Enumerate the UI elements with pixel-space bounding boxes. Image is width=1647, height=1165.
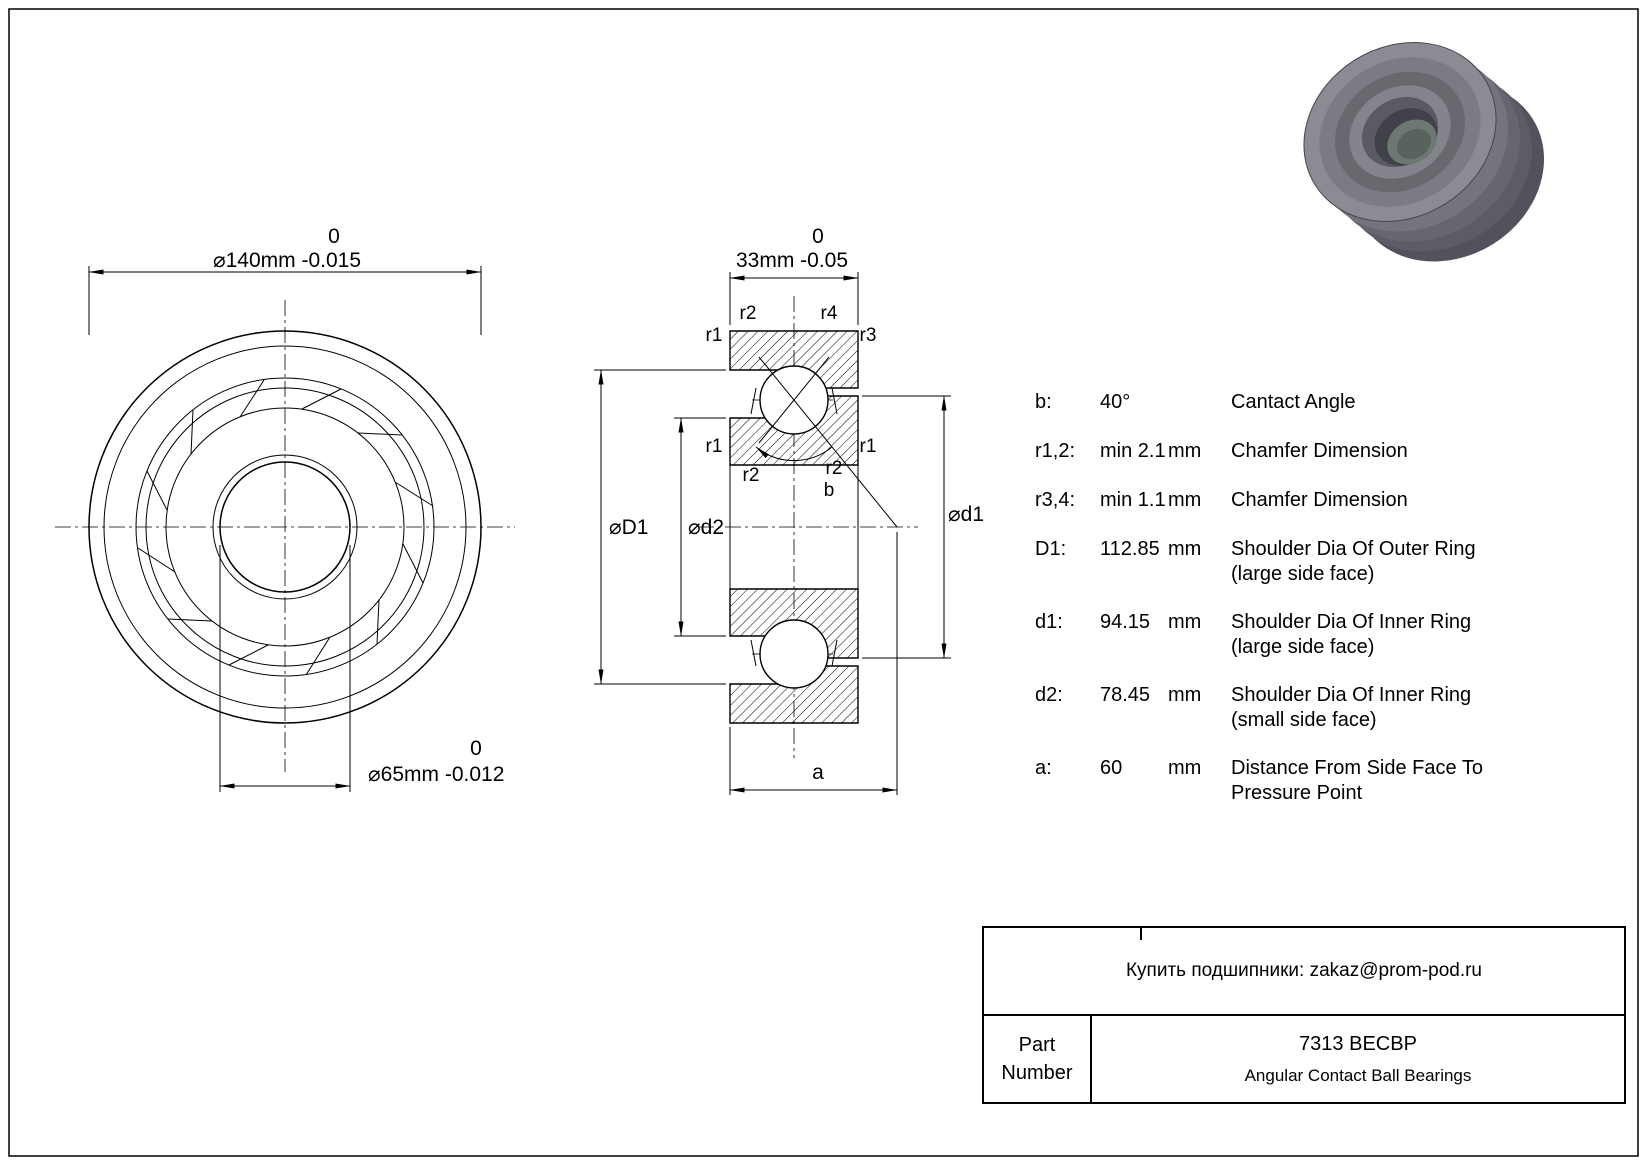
outer-diameter-dimension [88,266,482,335]
spec-symbol: b: [1035,391,1052,413]
spec-unit: mm [1168,489,1202,511]
spec-description: Shoulder Dia Of Outer Ring (large side f… [1231,538,1476,585]
spec-symbol: d1: [1035,611,1063,633]
front-view [55,266,515,792]
bottom-ball [759,619,829,689]
dimension-label-d1: ⌀d1 [948,503,984,526]
section-view [594,272,951,795]
title-block-tick [1140,928,1142,940]
spec-unit: mm [1168,440,1202,462]
chamfer-label-r1-top-left: r1 [706,325,723,346]
outer-dim-label: ⌀140mm -0.015 [213,249,361,272]
bore-dim-upper-tolerance: 0 [470,737,482,760]
spec-row-b: b: 40° Cantact Angle [1035,390,1583,415]
dimension-label-a: a [812,761,824,784]
spec-unit [1168,390,1231,415]
spec-symbol: D1: [1035,538,1067,560]
spec-row-d2: d2: 78.45 mm Shoulder Dia Of Inner Ring … [1035,683,1583,732]
d1-outer-shoulder-dimension [594,369,726,685]
title-block: Купить подшипники: zakaz@prom-pod.ru Par… [982,926,1626,1104]
bore-chamfer-circle [212,454,358,600]
part-label-line2: Number [1001,1062,1073,1084]
chamfer-label-r1-mid-left: r1 [706,436,723,457]
spec-unit: mm [1168,538,1202,560]
a-pressure-point-dimension [729,532,898,795]
chamfer-label-r3-top-right: r3 [860,325,877,346]
spec-symbol: r1,2: [1035,440,1076,462]
spec-value: 40° [1100,391,1131,413]
d1-inner-large-shoulder-dimension [862,395,951,659]
outer-ring-shoulder-circle [135,377,435,677]
spec-unit: mm [1168,757,1202,779]
spec-value: 60 [1100,757,1123,779]
chamfer-label-r1-mid-right: r1 [860,436,877,457]
spec-description: Cantact Angle [1231,391,1356,413]
spec-symbol: a: [1035,757,1052,779]
cage-circle [145,387,425,667]
spec-value: 112.85 [1100,538,1160,560]
part-number-cell: 7313 BECBP Angular Contact Ball Bearings [1092,1016,1624,1102]
part-number-value: 7313 BECBP [1299,1032,1417,1055]
spec-description: Shoulder Dia Of Inner Ring (small side f… [1231,684,1472,731]
cage-segments [750,387,838,667]
bore-circle [219,461,351,593]
spec-description: Shoulder Dia Of Inner Ring (large side f… [1231,611,1472,658]
bore-diameter-dimension [219,545,351,792]
spec-description: Distance From Side Face To Pressure Poin… [1231,757,1483,804]
width-dimension [729,272,859,325]
contact-angle-label-b: b [824,480,835,501]
width-dim-upper-tolerance: 0 [812,225,824,248]
spec-unit: mm [1168,611,1202,633]
outer-ring-chamfer-circle [103,345,467,709]
chamfer-label-r2-lower-left: r2 [743,465,760,486]
outer-diameter-circle [88,330,482,724]
dimension-label-D1: ⌀D1 [609,516,649,539]
chamfer-label-r2-lower-right: r2 [826,458,843,479]
bearing-3d-image [1303,42,1545,262]
chamfer-label-r2-top-left: r2 [740,303,757,324]
contact-email-text: Купить подшипники: zakaz@prom-pod.ru [1125,960,1483,981]
inner-ring-shoulder-circle [165,407,405,647]
spec-value: 78.45 [1100,684,1151,706]
title-block-contact-cell: Купить подшипники: zakaz@prom-pod.ru [984,928,1624,1016]
spec-unit: mm [1168,684,1202,706]
spec-description: Chamfer Dimension [1231,440,1408,462]
outer-dim-upper-tolerance: 0 [328,225,340,248]
dimension-label-d2: ⌀d2 [688,516,724,539]
spec-value: min 2.1 [1100,440,1166,462]
cage-pocket-ticks [137,379,434,676]
spec-symbol: r3,4: [1035,489,1076,511]
title-block-bottom-row: Part Number 7313 BECBP Angular Contact B… [984,1016,1624,1102]
spec-value: 94.15 [1100,611,1151,633]
spec-value: min 1.1 [1100,489,1166,511]
spec-row-r34: r3,4: min 1.1 mm Chamfer Dimension [1035,488,1583,513]
bearing-type-text: Angular Contact Ball Bearings [1244,1065,1472,1085]
spec-row-d1: d1: 94.15 mm Shoulder Dia Of Inner Ring … [1035,610,1583,659]
spec-row-a: a: 60 mm Distance From Side Face To Pres… [1035,756,1583,805]
page-border [8,8,1639,1157]
spec-description: Chamfer Dimension [1231,489,1408,511]
part-label-line1: Part [1018,1034,1056,1056]
spec-symbol: d2: [1035,684,1063,706]
chamfer-label-r4-top-right: r4 [821,303,838,324]
width-dim-label: 33mm -0.05 [736,249,848,272]
spec-row-r12: r1,2: min 2.1 mm Chamfer Dimension [1035,439,1583,464]
part-number-label: Part Number [984,1016,1092,1102]
spec-row-D1: D1: 112.85 mm Shoulder Dia Of Outer Ring… [1035,537,1583,586]
bore-dim-label: ⌀65mm -0.012 [368,763,504,786]
d2-inner-shoulder-dimension [674,417,726,637]
contact-angle-construction [755,356,898,528]
contact-angle-arc [755,446,833,461]
